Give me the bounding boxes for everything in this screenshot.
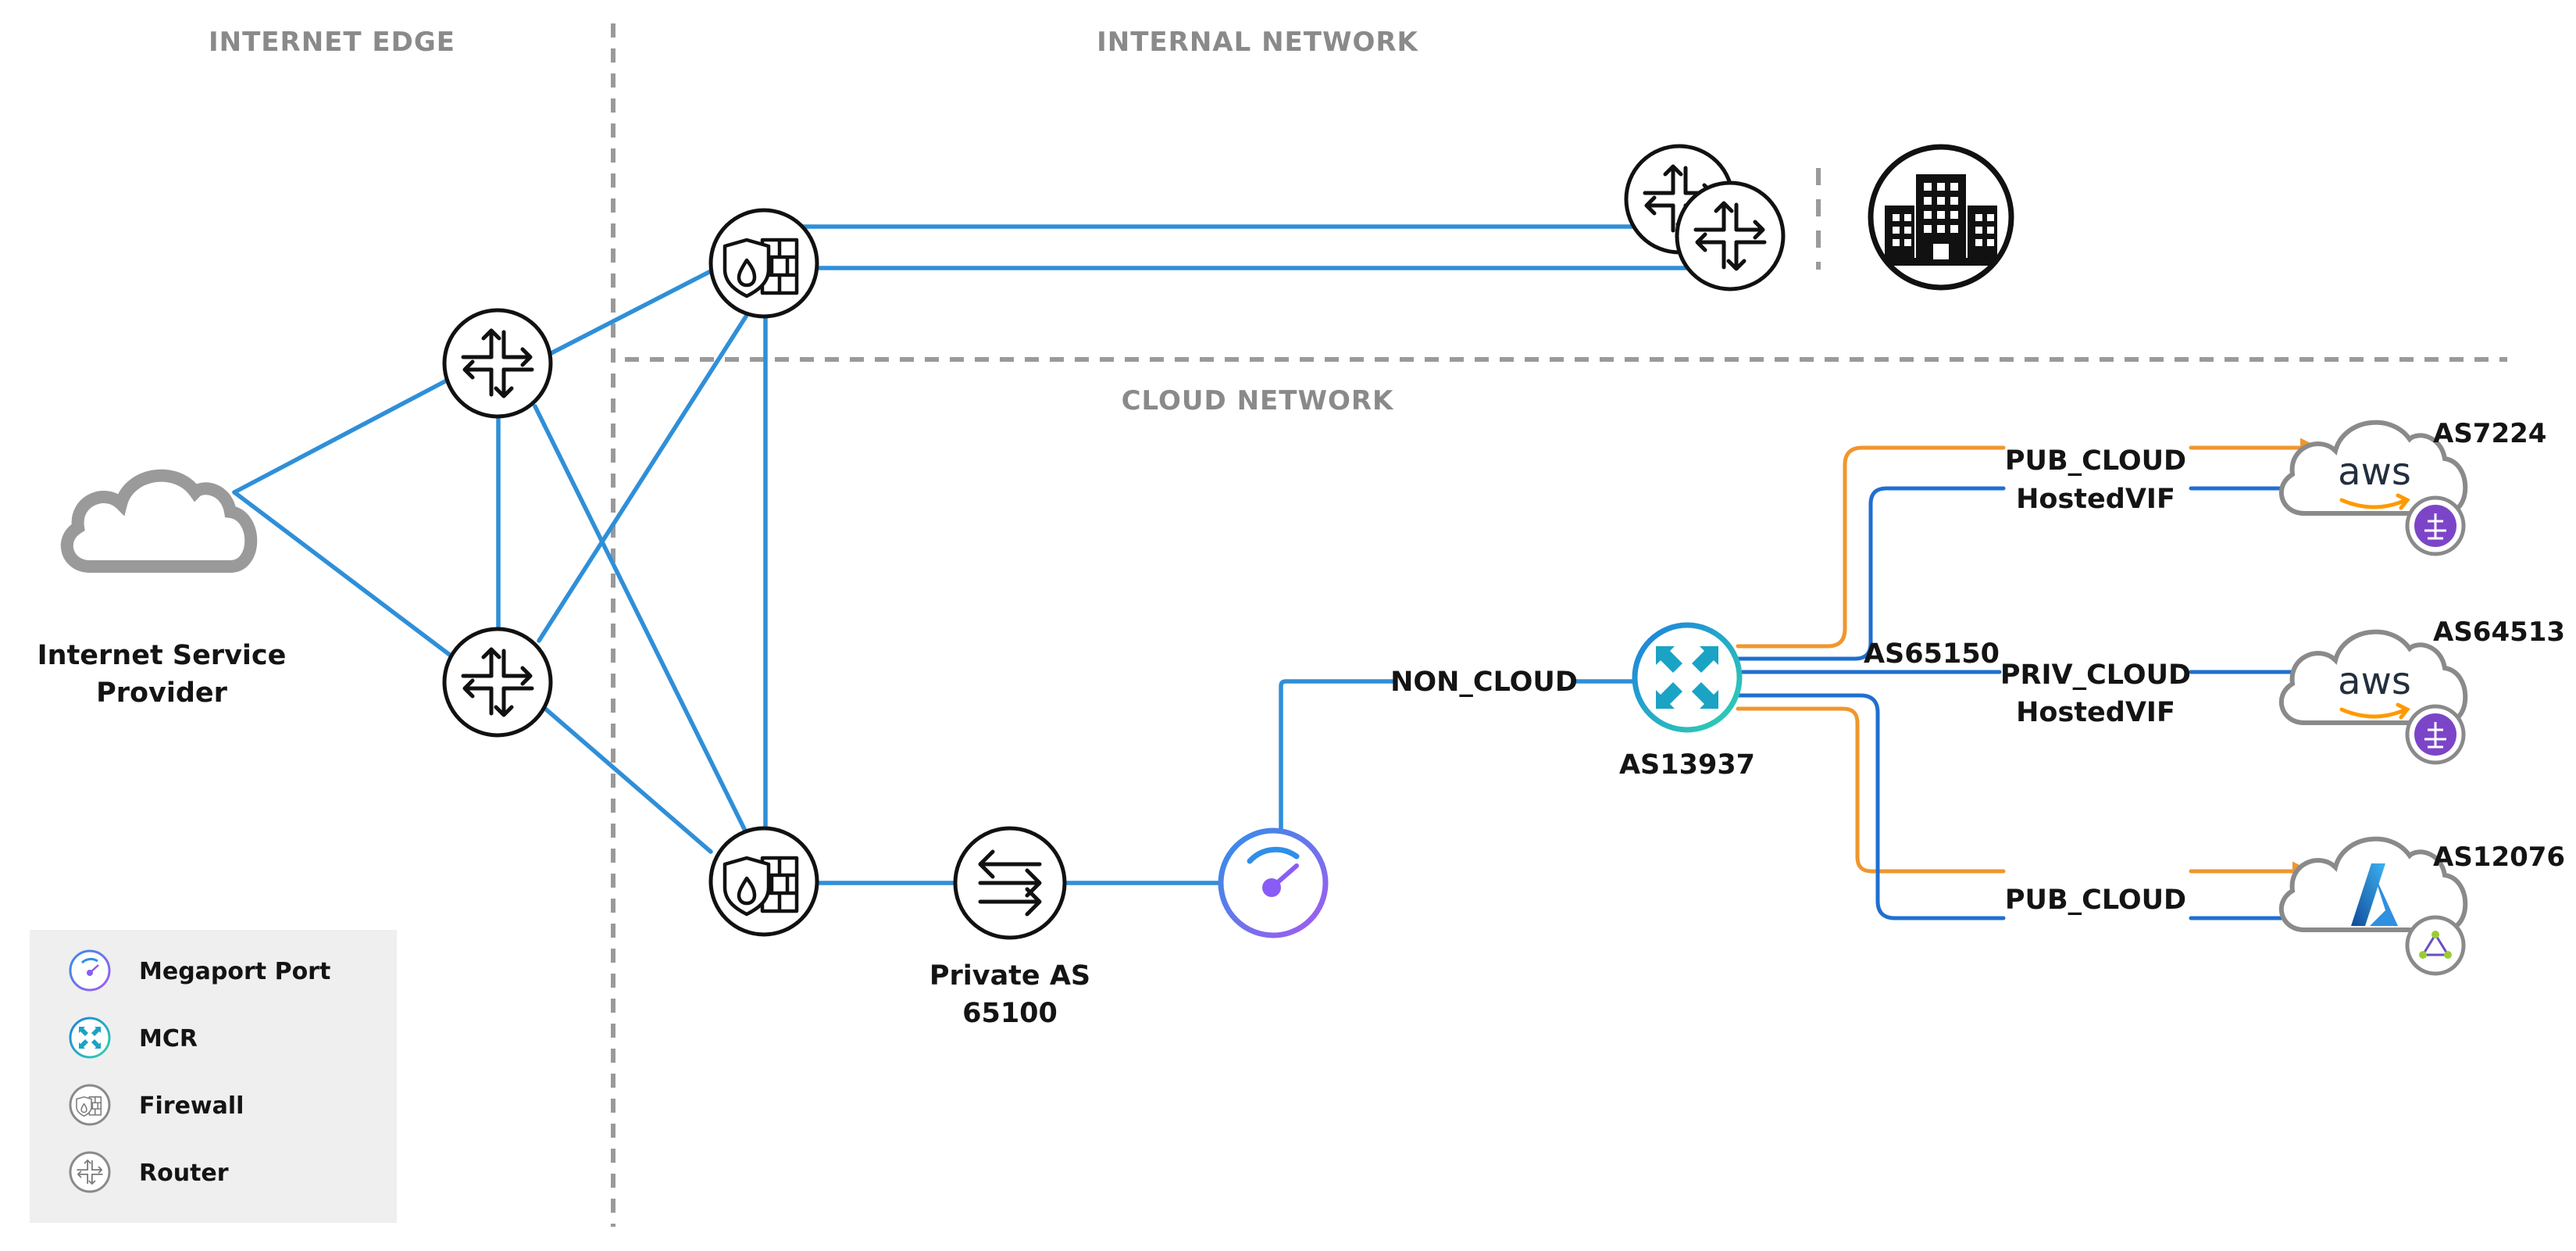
firewall-cloud <box>708 826 819 937</box>
firewall-icon <box>69 1084 111 1126</box>
edge-router-top <box>442 308 553 419</box>
priv-cloud-label: PRIV_CLOUD <box>2000 659 2191 691</box>
zone-label-cloud-network: CLOUD NETWORK <box>1122 385 1394 416</box>
megaport-port-icon <box>69 949 111 992</box>
legend-label-firewall: Firewall <box>139 1092 244 1120</box>
aws-2-asn: AS64513 <box>2433 617 2565 648</box>
azure-badge <box>2405 915 2466 976</box>
legend-item-megaport-port: Megaport Port <box>69 949 330 992</box>
router-icon <box>69 1151 111 1193</box>
isp-cloud <box>67 476 251 567</box>
pub-cloud-label-2: PUB_CLOUD <box>2005 885 2186 916</box>
aws-1-asn: AS7224 <box>2433 418 2546 449</box>
legend-label-router: Router <box>139 1160 229 1187</box>
isp-label-line1: Internet Service <box>37 640 287 671</box>
legend: Megaport Port MCR Firewall <box>30 930 397 1223</box>
hosted-vif-label-2: HostedVIF <box>2016 697 2175 728</box>
building-icon <box>1868 144 2014 291</box>
private-as-line1: Private AS <box>929 960 1090 992</box>
mcr-node <box>1632 622 1743 733</box>
zone-label-internet-edge: INTERNET EDGE <box>209 27 455 58</box>
aws-cloud-2: aws <box>2282 632 2465 723</box>
mcr-icon <box>69 1017 111 1059</box>
legend-label-mcr: MCR <box>139 1025 198 1053</box>
aws-logo-text-2: aws <box>2338 659 2411 703</box>
non-cloud-label: NON_CLOUD <box>1390 667 1578 698</box>
mcr-peer-asn: AS65150 <box>1864 638 2000 670</box>
firewall-internal <box>708 208 819 319</box>
legend-item-firewall: Firewall <box>69 1084 244 1126</box>
aws-badge-2 <box>2405 704 2466 765</box>
legend-item-mcr: MCR <box>69 1017 198 1059</box>
aws-logo-text-1: aws <box>2338 450 2411 494</box>
pub-cloud-label-1: PUB_CLOUD <box>2005 445 2186 477</box>
internal-router-front <box>1675 181 1786 291</box>
legend-label-megaport-port: Megaport Port <box>139 958 330 985</box>
mcr-asn: AS13937 <box>1619 749 1755 781</box>
aws-cloud-1: aws <box>2282 423 2465 513</box>
megaport-port-node <box>1218 827 1329 938</box>
hosted-vif-label-1: HostedVIF <box>2016 484 2175 515</box>
azure-cloud <box>2282 839 2465 930</box>
legend-item-router: Router <box>69 1151 229 1193</box>
aws-badge-1 <box>2405 495 2466 556</box>
edge-links <box>232 224 1689 885</box>
azure-asn: AS12076 <box>2433 842 2565 873</box>
edge-router-bottom <box>442 627 553 738</box>
zone-label-internal-network: INTERNAL NETWORK <box>1097 27 1418 58</box>
isp-label-line2: Provider <box>96 677 228 709</box>
private-as-node <box>953 826 1067 940</box>
private-as-line2: 65100 <box>962 998 1058 1029</box>
